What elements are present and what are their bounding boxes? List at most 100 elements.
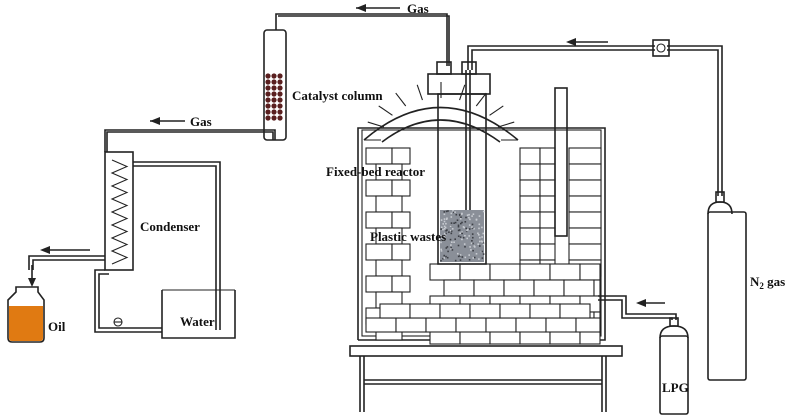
- waste-speckle: [451, 249, 454, 251]
- waste-speckle: [466, 214, 469, 216]
- catalyst-bead: [277, 97, 283, 103]
- brick: [365, 243, 393, 261]
- waste-speckle: [462, 226, 465, 228]
- waste-speckle: [477, 232, 479, 235]
- waste-speckle: [440, 219, 443, 221]
- waste-speckle: [440, 250, 443, 252]
- brick: [365, 275, 393, 293]
- waste-speckle: [458, 213, 461, 216]
- brick: [568, 179, 602, 197]
- brick: [391, 211, 411, 229]
- waste-speckle: [461, 231, 463, 233]
- waste-speckle: [445, 222, 447, 225]
- oil-outlet-line: [28, 246, 105, 287]
- waste-speckle: [446, 217, 448, 220]
- waste-speckle: [468, 228, 471, 230]
- waste-speckle: [481, 236, 483, 238]
- waste-speckle: [457, 229, 460, 232]
- waste-speckle: [457, 225, 460, 228]
- waste-speckle: [481, 250, 484, 253]
- waste-speckle: [468, 235, 470, 237]
- brick: [563, 279, 595, 297]
- arch-brick-joint: [395, 92, 407, 107]
- brick: [519, 211, 541, 229]
- waste-speckle: [457, 244, 460, 247]
- waste-speckle: [468, 224, 471, 226]
- oil-label: Oil: [48, 319, 66, 334]
- arch-brick-joint: [416, 84, 423, 101]
- brick: [425, 317, 457, 333]
- oil-flask: [7, 286, 45, 343]
- waste-speckle: [454, 211, 456, 213]
- catalyst-bead: [271, 85, 277, 91]
- waste-speckle: [457, 235, 460, 237]
- waste-speckle: [443, 218, 446, 220]
- waste-speckle: [443, 254, 445, 257]
- brick: [519, 227, 541, 245]
- waste-speckle: [453, 241, 455, 243]
- catalyst-bead: [265, 73, 271, 79]
- waste-speckle: [457, 224, 460, 227]
- waste-speckle: [459, 232, 461, 234]
- waste-speckle: [446, 246, 449, 248]
- waste-speckle: [448, 231, 450, 233]
- waste-speckle: [481, 257, 484, 259]
- waste-speckle: [482, 243, 485, 246]
- waste-speckle: [440, 234, 442, 237]
- brick: [391, 147, 411, 165]
- waste-speckle: [456, 219, 459, 221]
- waste-speckle: [468, 254, 470, 256]
- arch-brick-joint: [475, 92, 487, 107]
- waste-speckle: [454, 221, 457, 224]
- brick: [365, 211, 393, 229]
- waste-speckle: [449, 225, 452, 227]
- waste-speckle: [440, 259, 442, 262]
- waste-speckle: [465, 227, 467, 230]
- waste-speckle: [449, 229, 452, 232]
- waste-speckle: [465, 216, 467, 219]
- catalyst-bead: [271, 73, 277, 79]
- waste-speckle: [441, 237, 443, 239]
- waste-speckle: [459, 218, 462, 220]
- waste-speckle: [440, 248, 442, 251]
- waste-speckle: [480, 240, 483, 242]
- water-bath: [161, 289, 236, 339]
- waste-speckle: [471, 215, 473, 217]
- brick: [473, 279, 505, 297]
- waste-speckle: [460, 222, 462, 225]
- arch-bricks: [364, 82, 518, 141]
- plastic-waste-texture: [440, 210, 485, 262]
- waste-speckle: [472, 257, 474, 259]
- waste-speckle: [461, 221, 463, 224]
- waste-speckle: [478, 215, 481, 217]
- brick: [485, 317, 517, 333]
- brick: [519, 243, 541, 261]
- waste-speckle: [471, 240, 473, 242]
- catalyst-bead: [271, 91, 277, 97]
- waste-speckle: [466, 237, 468, 240]
- waste-speckle: [464, 221, 467, 223]
- waste-speckle: [457, 252, 459, 255]
- waste-speckle: [475, 219, 478, 221]
- brick: [549, 263, 581, 281]
- brick: [379, 303, 411, 319]
- waste-speckle: [471, 227, 474, 229]
- waste-speckle: [445, 232, 447, 235]
- waste-speckle: [445, 255, 447, 258]
- brick: [455, 317, 487, 333]
- brick: [539, 195, 556, 213]
- catalyst-bead: [265, 103, 271, 109]
- catalyst-bead: [271, 103, 277, 109]
- brick: [545, 317, 577, 333]
- catalyst-bead: [265, 97, 271, 103]
- waste-speckle: [472, 213, 475, 215]
- catalyst-bead: [277, 115, 283, 121]
- brick: [409, 303, 441, 319]
- waste-speckle: [479, 240, 481, 243]
- catalyst-bead: [265, 79, 271, 85]
- waste-speckle: [444, 235, 446, 237]
- catalyst-bead: [277, 73, 283, 79]
- brick: [365, 147, 393, 165]
- waste-speckle: [447, 250, 449, 253]
